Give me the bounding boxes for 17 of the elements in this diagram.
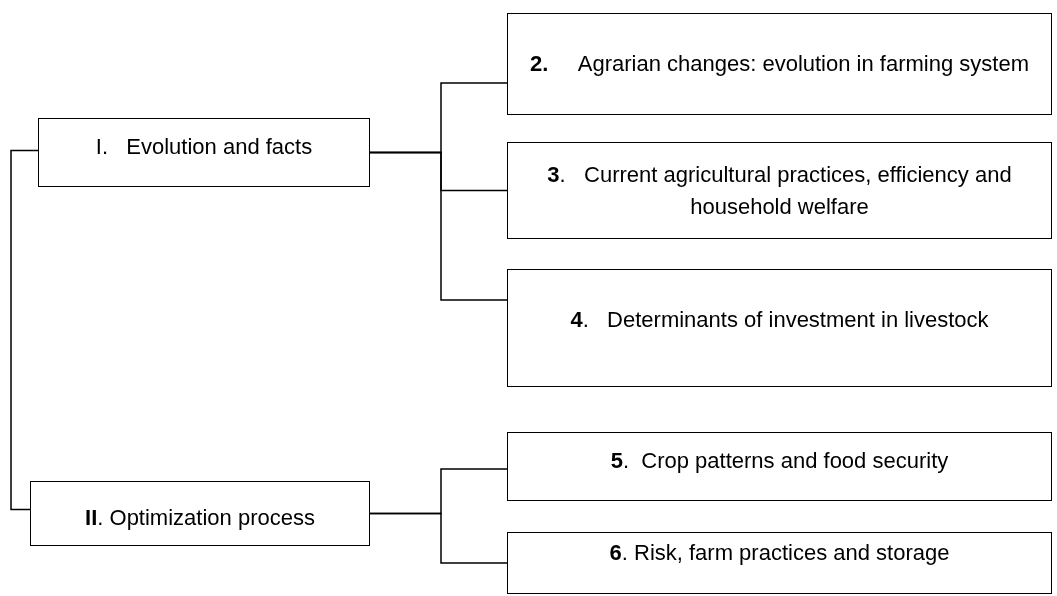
topic-box [507, 532, 1052, 594]
connector-line [369, 151, 508, 301]
connector-line [10, 149, 39, 511]
topic-text: 4. Determinants of investment in livestock [570, 306, 989, 335]
topic-box [38, 118, 370, 187]
topic-box [507, 269, 1052, 387]
topic-box [507, 432, 1052, 501]
topic-box [507, 142, 1052, 239]
topic-box [30, 481, 370, 546]
topic-text: 2. Agrarian changes: evolution in farming system [530, 50, 1029, 79]
topic-text: II. Optimization process [85, 503, 315, 532]
topic-text: 6. Risk, farm practices and storage [609, 539, 950, 568]
topic-text: 5. Crop patterns and food security [610, 446, 949, 475]
topic-box [507, 13, 1052, 115]
connector-line [369, 512, 508, 564]
topic-text: 3. Current agricultural practices, efficiency and household welfare [546, 160, 1013, 221]
topic-text: I. Evolution and facts [95, 132, 313, 161]
